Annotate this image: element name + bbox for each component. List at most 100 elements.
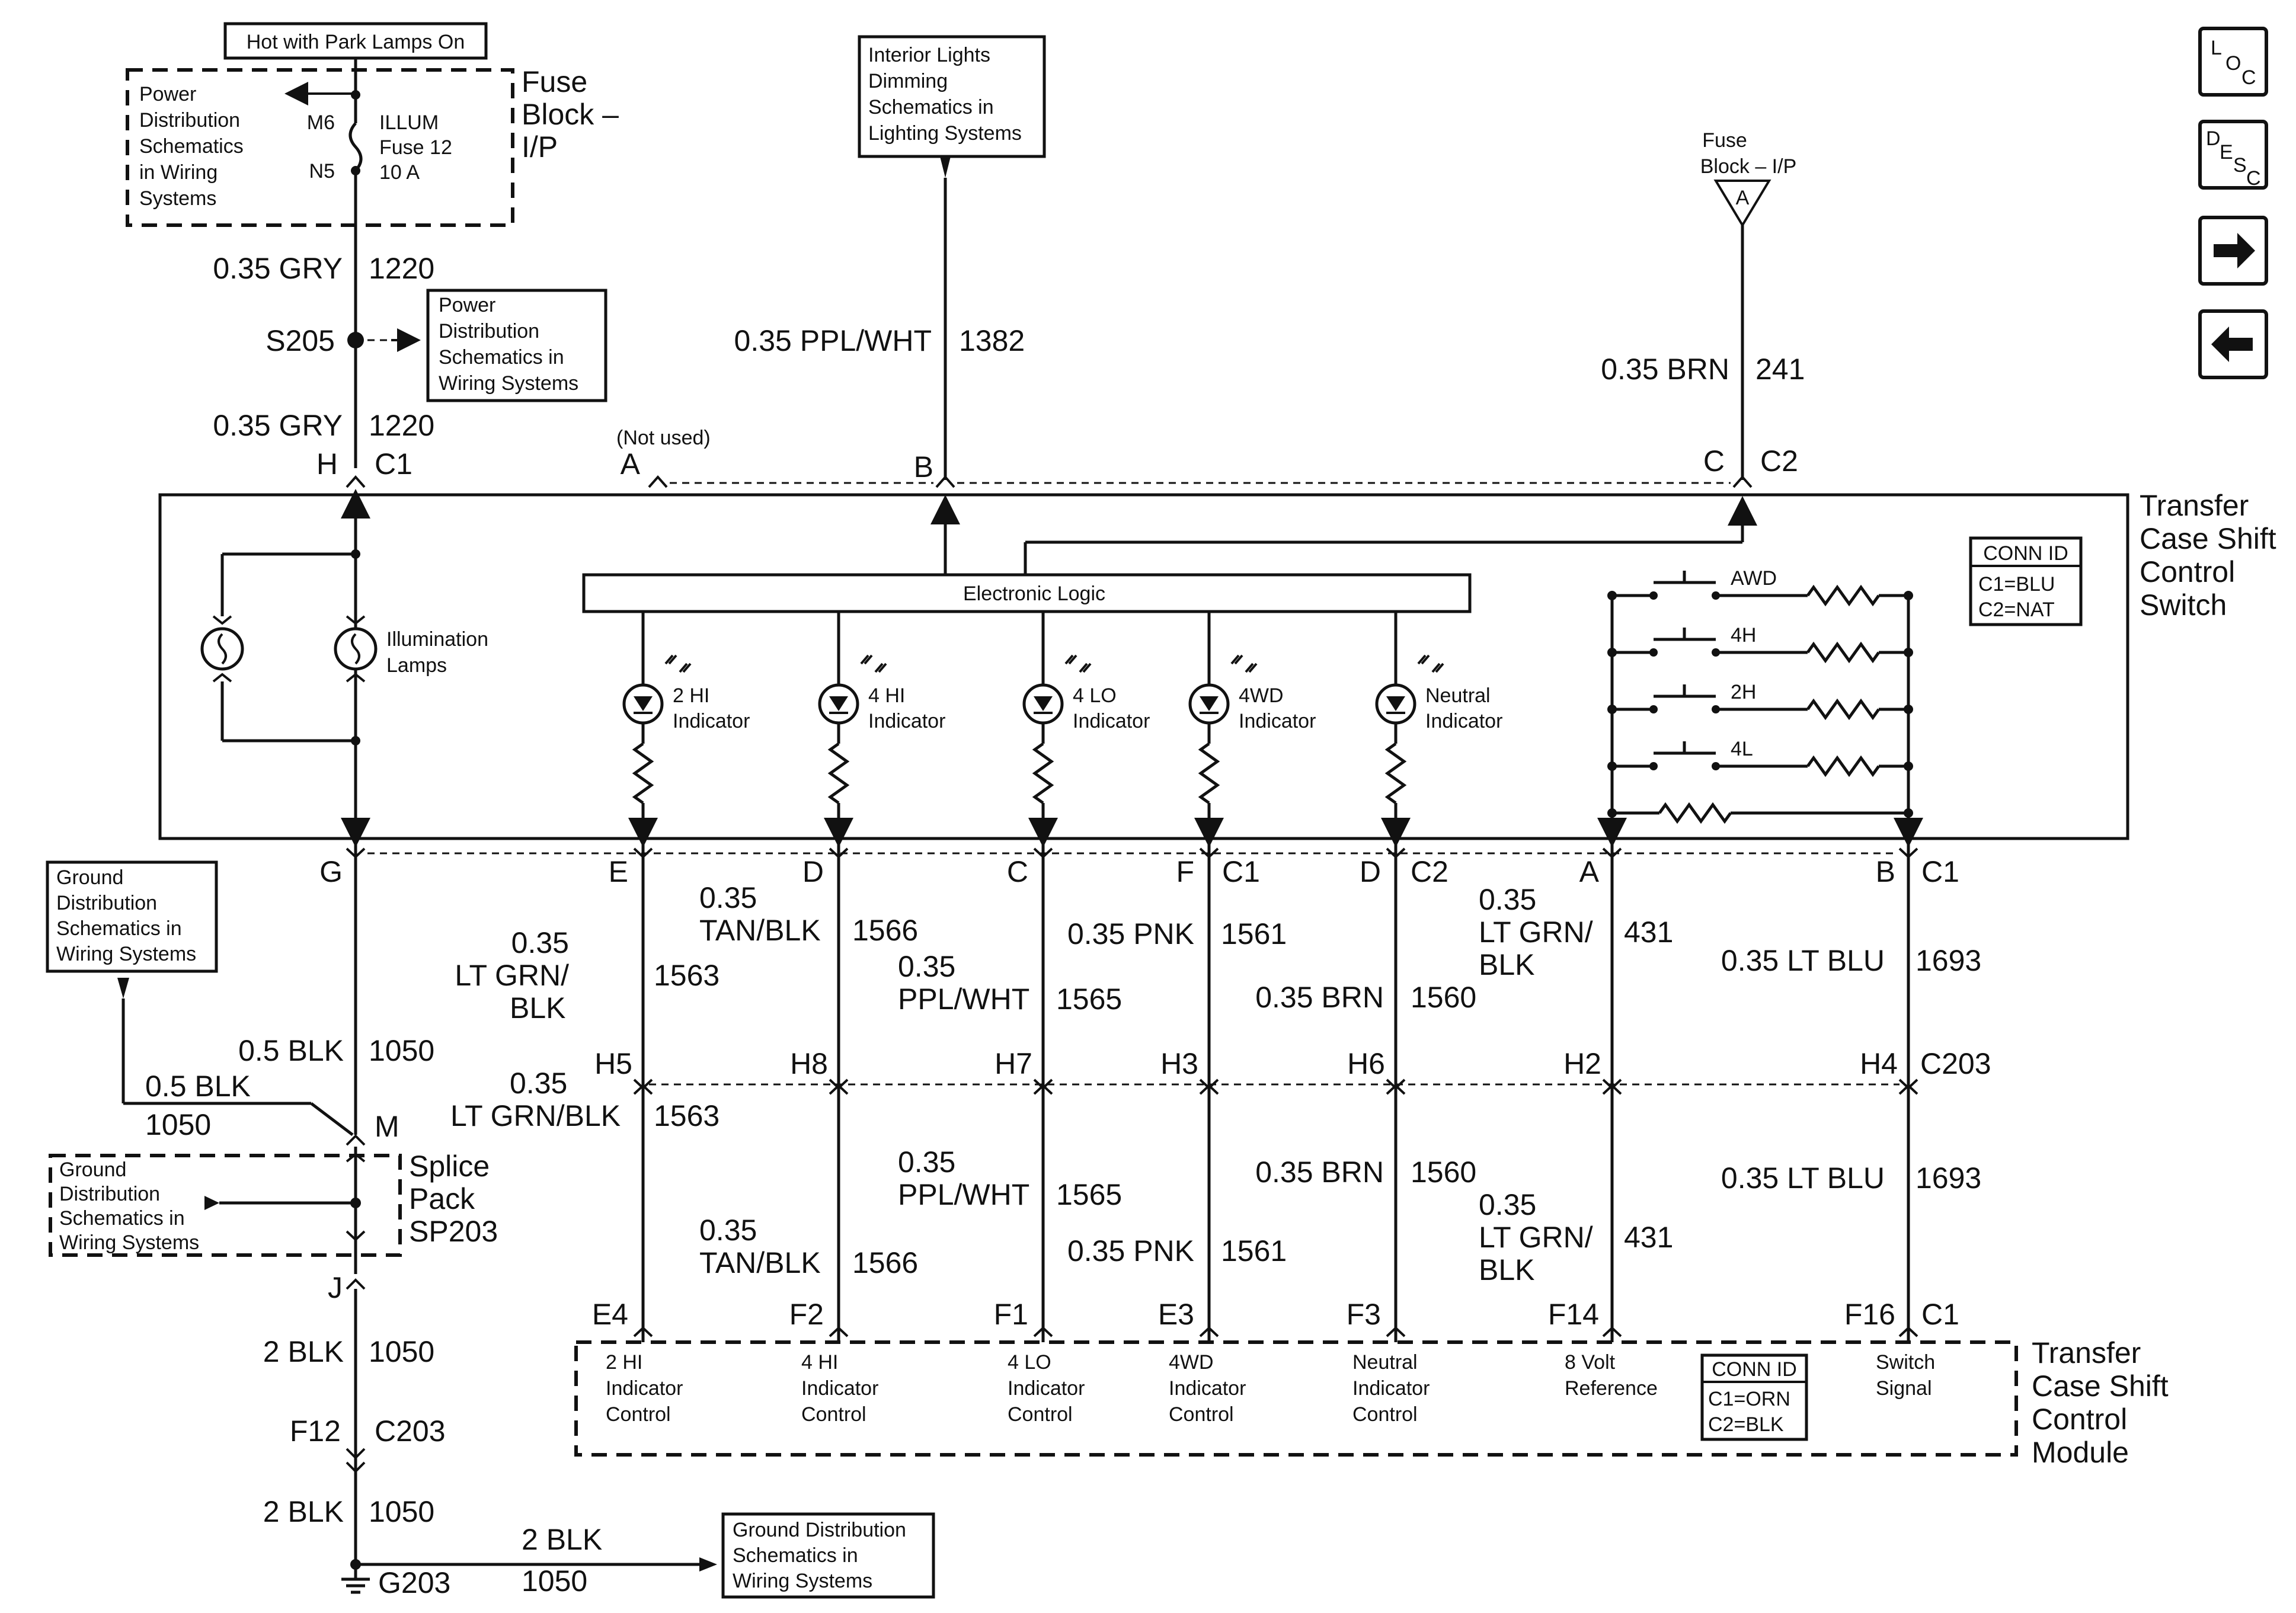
w1566-up-l1: 0.35 <box>699 881 757 914</box>
splice-ref-1: Ground <box>59 1158 126 1181</box>
switch-conn-id-c1: C1=BLU <box>1978 573 2055 596</box>
switch-title-1: Transfer <box>2140 489 2249 522</box>
w1563-up-l1: 0.35 <box>511 926 569 959</box>
resistor-icon <box>1198 742 1220 805</box>
mid-pin-label: A <box>1579 855 1600 888</box>
bottom-pin-label: E3 <box>1158 1298 1194 1331</box>
light-emission-icon <box>1417 654 1444 673</box>
module-conn-id-title: CONN ID <box>1712 1358 1797 1381</box>
module-input-label: Control <box>1008 1403 1073 1426</box>
resistor-icon <box>1806 641 1881 664</box>
w1566-up-circuit: 1566 <box>852 914 918 947</box>
w1693-up-size: 0.35 LT BLU <box>1721 944 1885 977</box>
w431-low-circuit: 431 <box>1624 1221 1673 1254</box>
mid-pin-label: G <box>319 855 343 888</box>
switch-conn-id-box: CONN ID C1=BLU C2=NAT <box>1969 536 2083 626</box>
gnd-conn-c203: C203 <box>375 1414 446 1448</box>
w1560-up-size: 0.35 BRN <box>1255 981 1384 1014</box>
module-input-label: Indicator <box>801 1377 878 1400</box>
switch-conn-id-title: CONN ID <box>1983 542 2068 565</box>
indicator-label-1: 4WD <box>1239 684 1284 707</box>
w1565-low-circuit: 1565 <box>1056 1178 1122 1211</box>
electronic-logic-block <box>582 573 1472 613</box>
desc-letter-d: D <box>2206 127 2221 150</box>
ground-ref-bottom-3: Wiring Systems <box>733 1570 872 1592</box>
hot-label: Hot with Park Lamps On <box>247 31 465 53</box>
fuse-name-line3: 10 A <box>379 161 420 184</box>
w1560-low-size: 0.35 BRN <box>1255 1156 1384 1189</box>
ground-ref-top-2: Distribution <box>56 892 157 914</box>
position-switch-3: 4L <box>1607 738 1913 777</box>
power-dist-ref-line2: Distribution <box>139 109 240 132</box>
brn-size: 0.35 BRN <box>1601 353 1729 386</box>
fuse-term-m6: M6 <box>307 111 335 134</box>
fuse-block-ip2-1: Fuse <box>1702 129 1747 152</box>
splice-ref-4: Wiring Systems <box>59 1231 199 1254</box>
interior-lights-ref-2: Dimming <box>868 70 948 92</box>
gnd-w3-size: 2 BLK <box>522 1523 602 1556</box>
module-input-label: Indicator <box>606 1377 683 1400</box>
power-dist-ref2-1: Power <box>439 294 495 316</box>
c203-pin-label: H7 <box>994 1047 1032 1080</box>
gry-lower-circuit: 1220 <box>369 409 434 442</box>
w1561-up-size: 0.35 PNK <box>1067 917 1194 950</box>
arrow-left-icon <box>2211 327 2253 362</box>
position-label: 4L <box>1731 738 1753 760</box>
power-dist-ref-line3: Schematics <box>139 135 244 158</box>
w1563-up-circuit: 1563 <box>654 959 720 992</box>
module-input-label: 2 HI <box>606 1351 642 1374</box>
indicator-label-2: Indicator <box>1239 710 1316 732</box>
module-title-2: Case Shift <box>2032 1369 2169 1403</box>
light-emission-icon <box>1064 654 1092 673</box>
c203-pin-label: H4 <box>1860 1047 1898 1080</box>
c203-pin-label: H5 <box>594 1047 632 1080</box>
gnd-b-circuit: 1050 <box>145 1108 211 1141</box>
w431-up-l1: 0.35 <box>1479 883 1536 916</box>
w431-low-l3: BLK <box>1479 1253 1535 1286</box>
c203-name: C203 <box>1920 1047 1991 1080</box>
gry-upper-size: 0.35 GRY <box>213 252 343 285</box>
indicator-led-3: 4WD Indicator <box>1188 612 1316 847</box>
prev-page-button[interactable] <box>2198 309 2268 379</box>
module-conn-id-c2: C2=BLK <box>1708 1413 1784 1436</box>
switch-title-2: Case Shift <box>2140 522 2276 555</box>
desc-button[interactable]: D E S C <box>2198 120 2268 190</box>
ground-ref-top-box: Ground Distribution Schematics in Wiring… <box>46 860 218 973</box>
next-page-button[interactable] <box>2198 216 2268 286</box>
gry-lower-size: 0.35 GRY <box>213 409 343 442</box>
gry-upper-circuit: 1220 <box>369 252 434 285</box>
splice-pack-box <box>49 1154 402 1257</box>
c203-pin-label: H2 <box>1563 1047 1601 1080</box>
position-switch-0: AWD <box>1607 567 1913 607</box>
ground-symbol-icon <box>341 1564 370 1594</box>
bottom-pin-label: F3 <box>1347 1298 1381 1331</box>
w1565-low-l2: PPL/WHT <box>898 1178 1029 1211</box>
light-emission-icon <box>664 654 692 673</box>
module-input-label: 8 Volt <box>1565 1351 1616 1374</box>
gnd-a-size: 0.5 BLK <box>238 1034 344 1067</box>
splice-s205-dot <box>347 332 364 348</box>
bottom-pin-label: F14 <box>1548 1298 1599 1331</box>
pin-j: J <box>328 1271 343 1304</box>
conn-top-pin-b: B <box>914 450 933 484</box>
bottom-pin-label: F2 <box>789 1298 824 1331</box>
c203-pin-label: H3 <box>1160 1047 1198 1080</box>
indicator-label-1: 4 HI <box>868 684 905 707</box>
module-conn-id-box: CONN ID C1=ORN C2=BLK <box>1700 1353 1808 1441</box>
bottom-pin-label: E4 <box>592 1298 628 1331</box>
mid-pin-label: B <box>1876 855 1895 888</box>
loc-button[interactable]: L O C <box>2198 27 2268 97</box>
module-input-label: Control <box>1352 1403 1418 1426</box>
indicator-label-2: Indicator <box>673 710 750 732</box>
w1563-low-circuit: 1563 <box>654 1099 720 1132</box>
w1565-up-circuit: 1565 <box>1056 982 1122 1016</box>
module-input-label: Reference <box>1565 1377 1658 1400</box>
w1565-low-l1: 0.35 <box>898 1145 955 1179</box>
light-emission-icon <box>1230 654 1258 673</box>
power-dist-ref-line4: in Wiring <box>139 161 218 184</box>
w431-up-l2: LT GRN/ <box>1479 916 1593 949</box>
interior-lights-ref-box: Interior Lights Dimming Schematics in Li… <box>858 35 1046 158</box>
